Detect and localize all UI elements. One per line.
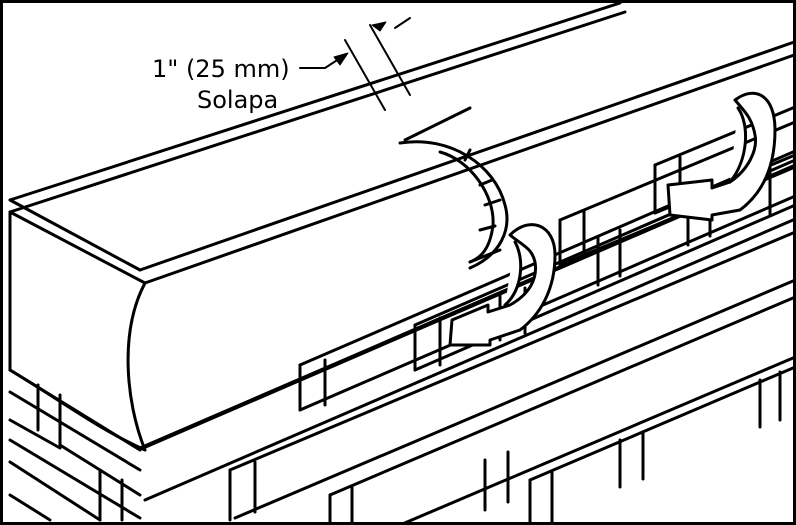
- coping-cap: [8, 3, 793, 452]
- wrap-arrow-right: [666, 91, 777, 222]
- wrap-arrow-left: [448, 223, 557, 347]
- overlap-dimension-label: 1" (25 mm): [152, 55, 290, 83]
- overlap-label: Solapa: [197, 86, 279, 114]
- membrane-roll: [398, 106, 509, 270]
- dimension-arrowhead-left: [333, 52, 349, 66]
- dimension-arrowhead-right: [371, 21, 387, 32]
